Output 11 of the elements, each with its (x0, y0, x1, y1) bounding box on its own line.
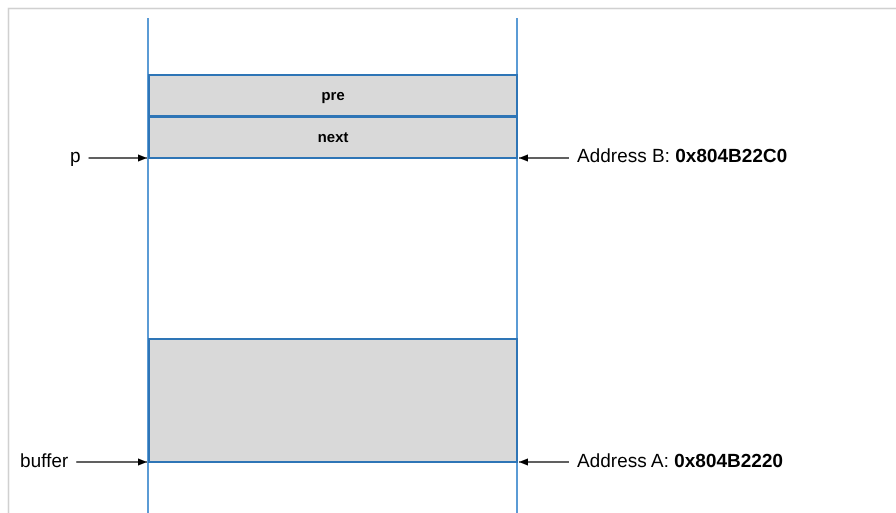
memory-field-box: pre (148, 74, 518, 117)
arrow (519, 458, 569, 466)
buffer-memory-box (148, 338, 518, 463)
memory-field-box: next (148, 116, 518, 159)
address-label: Address A: 0x804B2220 (577, 451, 783, 473)
buffer-label: buffer (20, 451, 68, 473)
arrow (519, 154, 569, 162)
arrow (88, 154, 147, 162)
arrow (76, 458, 147, 466)
address-label: Address B: 0x804B22C0 (577, 146, 788, 168)
pointer-label: p (70, 146, 81, 168)
